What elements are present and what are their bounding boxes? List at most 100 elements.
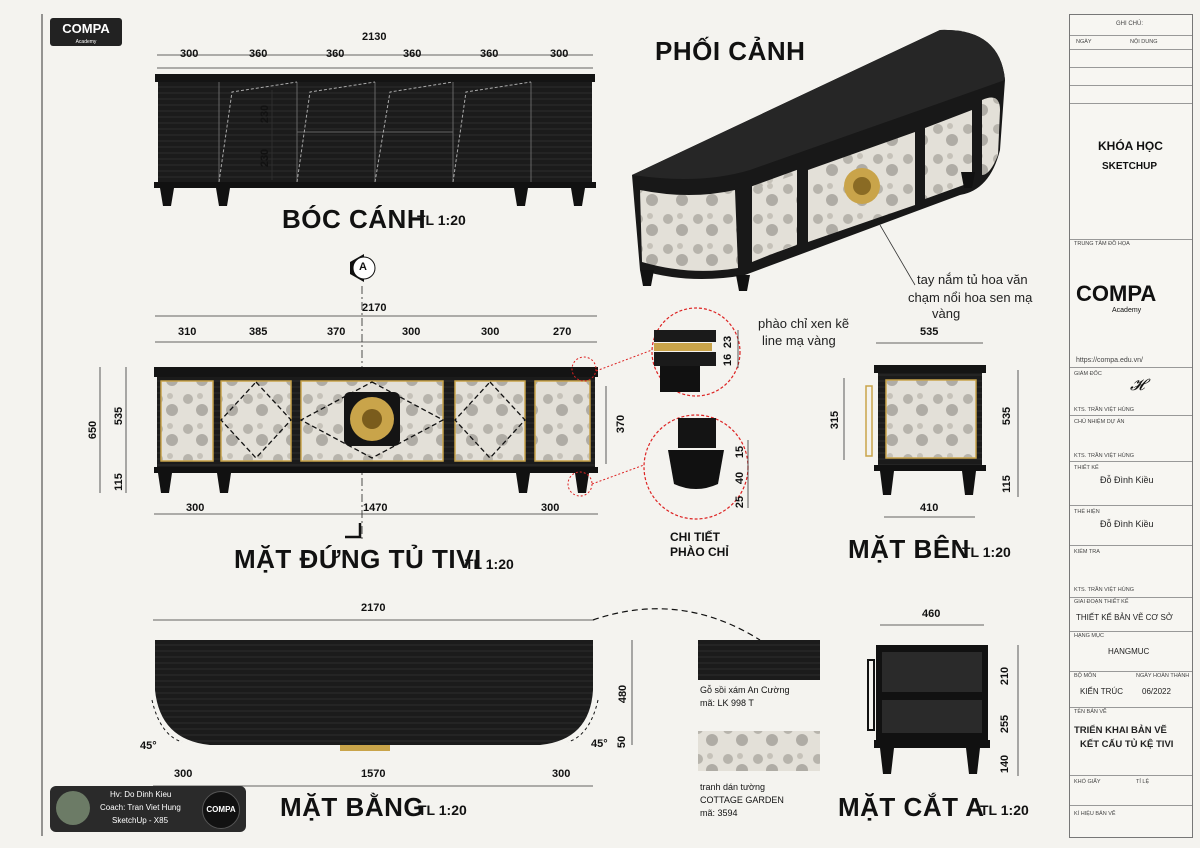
course-title: KHÓA HỌC [1098,139,1163,153]
ki-hieu-label: KÍ HIỆU BẢN VẼ [1074,811,1116,817]
dim-label: 300 [552,768,571,780]
mat-dung-drawing [99,315,653,515]
dim-label: 650 [87,420,100,440]
trung-tam-label: TRUNG TÂM ĐỒ HỌA [1074,241,1130,247]
mat-ben-title: MẶT BÊN [848,534,970,564]
phoi-canh-title: PHỐI CẢNH [655,36,806,66]
detail-title-line1: CHI TIẾT [670,530,720,544]
kts-label-2: KTS. TRẦN VIỆT HÙNG [1074,453,1135,459]
thiet-ke-label: THIẾT KẾ [1074,465,1099,471]
dim-label: 255 [999,714,1012,734]
the-hien-label: THỂ HIỆN [1074,509,1100,515]
mat-ben-drawing [843,342,1019,518]
author-badge: Hv: Do Dinh Kieu Coach: Tran Viet Hung S… [50,786,246,832]
boc-canh-scale: TL 1:20 [417,212,466,228]
dim-label: 315 [829,410,842,430]
handle-note-line2: chạm nổi hoa sen mạ [908,290,1033,305]
dim-label: 1470 [363,502,388,514]
dim-label: 480 [617,684,630,704]
signature-1: 𝓗 [1130,375,1145,394]
dim-label: 370 [615,414,628,434]
dim-label: 360 [249,48,268,60]
mat-ben-scale: TL 1:20 [962,544,1011,560]
detail-note-line2: line mạ vàng [762,333,836,348]
detail-note-line1: phào chỉ xen kẽ [758,316,850,331]
mat-dung-title: MẶT ĐỨNG TỦ TIVI [234,544,482,574]
giai-doan-value: THIẾT KẾ BẢN VẼ CƠ SỞ [1076,613,1173,622]
noi-dung-label: NỘI DUNG [1130,39,1158,45]
dim-label: 25 [734,495,747,509]
dim-label: 40 [734,471,747,485]
boc-canh-drawing [154,54,596,206]
the-hien-value: Đỗ Đình Kiều [1100,519,1154,529]
material-2-line3: mã: 3594 [700,808,738,818]
ngay-ht-value: 06/2022 [1142,687,1171,696]
dim-label: 360 [403,48,422,60]
dim-label: 270 [553,326,572,338]
dim-label: 300 [174,768,193,780]
mat-cat-title: MẶT CẮT A [838,792,985,822]
dim-label: 1570 [361,768,386,780]
dim-label: 230 [259,104,272,124]
dim-label: 310 [178,326,197,338]
material-2-line2: COTTAGE GARDEN [700,795,784,805]
dim-label: 115 [1000,475,1013,493]
dim-label: 535 [113,406,126,426]
mat-bang-drawing [151,608,761,787]
ghi-chu-label: GHI CHÚ: [1116,21,1143,27]
hang-muc-label: HẠNG MỤC [1074,633,1104,639]
title-block: GHI CHÚ: NGÀY NỘI DUNG KHÓA HỌC SKETCHUP… [1069,14,1193,838]
drawing-name-line2: KẾT CẤU TỦ KỆ TIVI [1080,739,1174,750]
badge-logo: COMPA [202,791,240,829]
author-line3: SketchUp - X85 [112,816,169,825]
angle-label-right: 45° [591,738,608,750]
dim-label: 300 [541,502,560,514]
logo-subtext: Academy [75,39,97,45]
mat-bang-scale: TL 1:20 [418,802,467,818]
kiem-tra-label: KIỂM TRA [1074,549,1100,555]
dim-label: 300 [481,326,500,338]
ti-le-label: TỈ LỆ [1136,779,1150,785]
section-mark [345,254,376,540]
material-1-line1: Gỗ sồi xám An Cường [700,685,790,695]
bo-mon-value: KIẾN TRÚC [1080,687,1123,696]
avatar [56,791,90,825]
course-subtitle: SKETCHUP [1102,161,1158,172]
dim-label: 300 [186,502,205,514]
angle-label-left: 45° [140,740,157,752]
dim-label: 115 [112,473,125,491]
dim-label: 300 [550,48,569,60]
dim-label: 23 [722,335,735,349]
author-line1: Hv: Do Dinh Kieu [110,790,172,799]
bo-mon-label: BỘ MÔN [1074,673,1097,679]
dim-label: 230 [259,148,272,168]
dim-label: 210 [999,666,1012,686]
kts-label-3: KTS. TRẦN VIỆT HÙNG [1074,587,1135,593]
material-1-line2: mã: LK 998 T [700,698,754,708]
mat-cat-drawing [867,624,1019,776]
title-block-logo: COMPA [1076,281,1157,306]
website-text: https://compa.edu.vn/ [1076,357,1143,364]
dim-label: 460 [922,608,941,620]
dim-label: 300 [402,326,421,338]
dim-label: 535 [1001,406,1014,426]
dim-label: 370 [327,326,346,338]
kho-giay-label: KHỔ GIẤY [1074,779,1101,785]
compa-logo: COMPA Academy [50,18,122,46]
kts-label-1: KTS. TRẦN VIỆT HÙNG [1074,407,1135,413]
title-block-logo-sub: Academy [1112,307,1142,314]
dim-label: 2130 [362,31,387,43]
dim-label: 16 [722,353,735,367]
dim-label: 385 [249,326,268,338]
dim-label: 50 [616,735,629,749]
dim-label: 360 [326,48,345,60]
dim-label: 15 [734,445,747,459]
dim-label: 2170 [361,602,386,614]
author-line2: Coach: Tran Viet Hung [100,803,181,812]
dim-label: 2170 [362,302,387,314]
dim-label: 360 [480,48,499,60]
section-label: A [359,261,367,273]
mat-dung-scale: TL 1:20 [465,556,514,572]
